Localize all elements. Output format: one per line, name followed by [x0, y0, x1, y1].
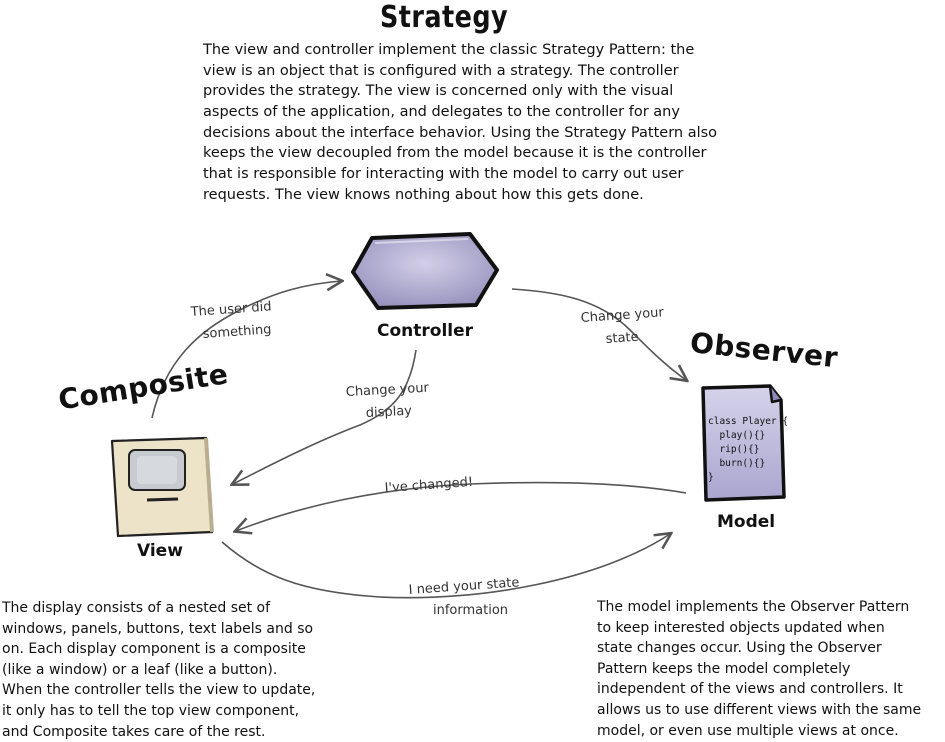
arrow-view-to-controller — [151, 281, 341, 419]
strategy-line: The view and controller implement the cl… — [202, 42, 694, 58]
observer-line: independent of the views and controllers… — [597, 681, 903, 697]
strategy-line: keeps the view decoupled from the model … — [203, 145, 707, 161]
arrow-labels: The user did something Change your state… — [189, 299, 665, 618]
composite-line: on. Each display component is a composit… — [2, 641, 306, 657]
strategy-description: The view and controller implement the cl… — [202, 42, 717, 203]
arrow-view-to-model — [221, 534, 670, 599]
observer-line: to keep interested objects updated when — [597, 620, 885, 636]
label-ive-changed: I've changed! — [384, 475, 473, 496]
observer-line: The model implements the Observer Patter… — [596, 599, 909, 615]
code-line: play(){} — [708, 430, 765, 441]
model-code: class Player { play(){} rip(){} burn(){}… — [708, 416, 788, 483]
label-change-display-line1: Change your — [345, 381, 429, 400]
arrow-model-to-view — [236, 481, 687, 531]
composite-line: and Composite takes care of the rest. — [2, 724, 265, 740]
composite-line: windows, panels, buttons, text labels an… — [2, 621, 313, 637]
composite-line: When the controller tells the view to up… — [2, 682, 315, 698]
controller-label: Controller — [377, 321, 474, 341]
label-user-did-line1: The user did — [189, 299, 272, 320]
label-need-state-line2: information — [433, 603, 508, 618]
strategy-line: aspects of the application, and delegate… — [203, 104, 680, 120]
strategy-line: requests. The view knows nothing about h… — [203, 187, 644, 203]
strategy-line: provides the strategy. The view is conce… — [203, 83, 673, 99]
code-line: } — [708, 472, 714, 483]
label-change-display-line2: display — [365, 404, 412, 421]
code-line: rip(){} — [708, 444, 759, 455]
strategy-line: view is an object that is configured wit… — [203, 63, 679, 79]
code-line: burn(){} — [708, 458, 765, 469]
label-change-state-line1: Change your — [580, 305, 665, 326]
strategy-line: decisions about the interface behavior. … — [203, 125, 717, 141]
composite-description: The display consists of a nested set of … — [1, 600, 315, 740]
strategy-title: Strategy — [380, 0, 509, 35]
code-line: class Player { — [708, 416, 788, 427]
observer-line: Pattern keeps the model completely — [597, 661, 850, 677]
observer-line: state changes occur. Using the Observer — [597, 640, 882, 656]
composite-line: it only has to tell the top view compone… — [2, 703, 299, 719]
controller-shape — [351, 232, 499, 310]
arrow-controller-to-model — [511, 288, 686, 380]
model-document-icon — [701, 384, 786, 502]
composite-line: The display consists of a nested set of — [1, 600, 271, 616]
arrow-controller-to-view — [233, 349, 417, 484]
label-user-did-line2: something — [202, 322, 272, 342]
observer-line: allows us to use different views with th… — [597, 702, 921, 718]
observer-line: model, or even use multiple views at onc… — [597, 723, 899, 739]
view-label: View — [137, 541, 183, 561]
observer-description: The model implements the Observer Patter… — [596, 599, 921, 739]
view-computer-icon — [110, 436, 214, 538]
model-label: Model — [717, 512, 776, 532]
composite-line: (like a window) or a leaf (like a button… — [2, 662, 277, 678]
strategy-line: that is responsible for interacting with… — [203, 166, 683, 182]
label-change-state-line2: state — [605, 330, 639, 347]
